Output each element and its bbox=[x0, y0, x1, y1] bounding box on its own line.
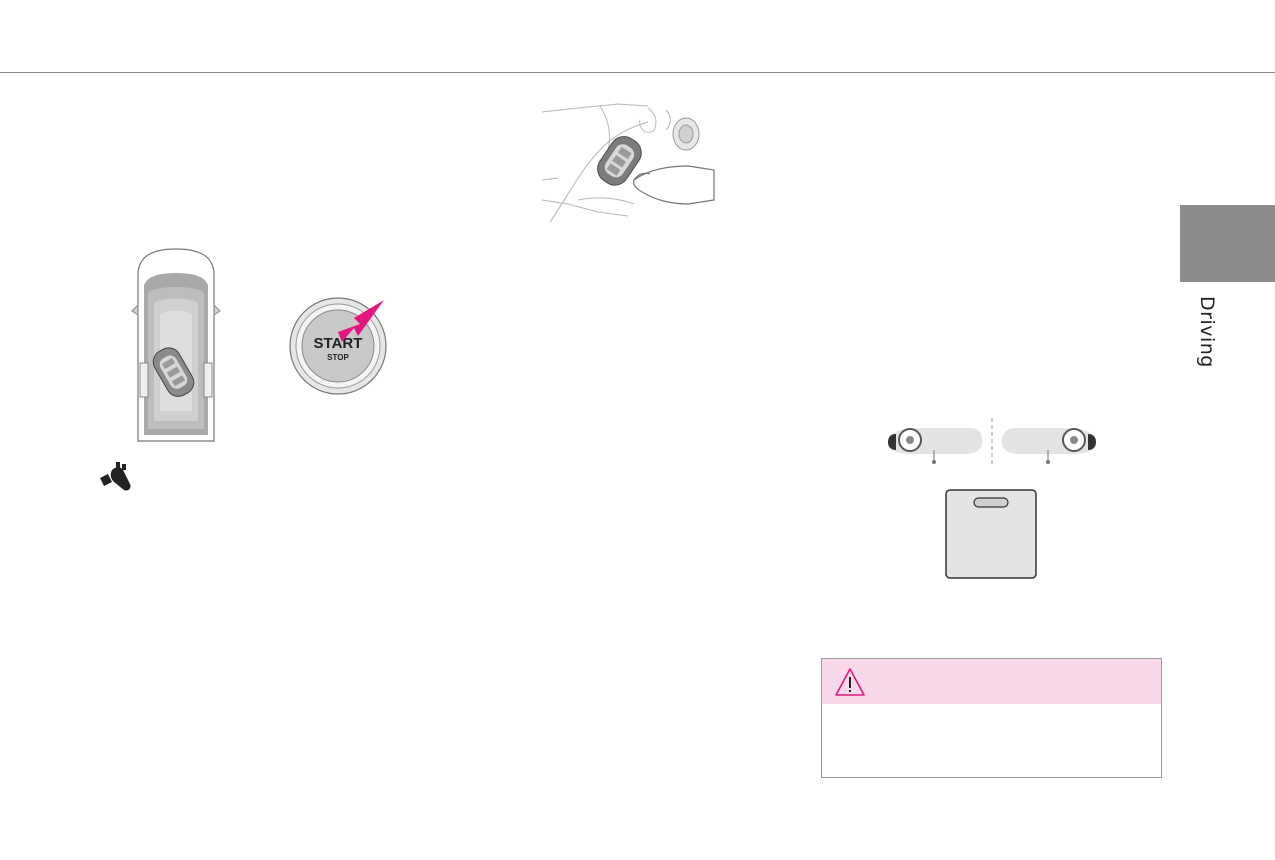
hand-holding-key-illustration bbox=[541, 103, 715, 223]
start-label: START bbox=[314, 335, 363, 352]
warning-triangle-icon bbox=[835, 668, 865, 696]
press-arrow-icon bbox=[338, 300, 384, 342]
warning-box bbox=[821, 658, 1162, 778]
warning-header bbox=[822, 659, 1161, 704]
stop-label: STOP bbox=[327, 353, 349, 362]
car-top-view-illustration bbox=[131, 248, 221, 442]
section-tab bbox=[1180, 205, 1275, 282]
start-stop-button-illustration: START STOP bbox=[289, 297, 387, 395]
section-label: Driving bbox=[1196, 296, 1218, 368]
header-rule bbox=[0, 72, 1275, 73]
steering-position-illustration bbox=[888, 418, 1096, 466]
key-slot-panel-illustration bbox=[945, 489, 1037, 579]
smart-key-symbol-icon bbox=[100, 462, 131, 491]
